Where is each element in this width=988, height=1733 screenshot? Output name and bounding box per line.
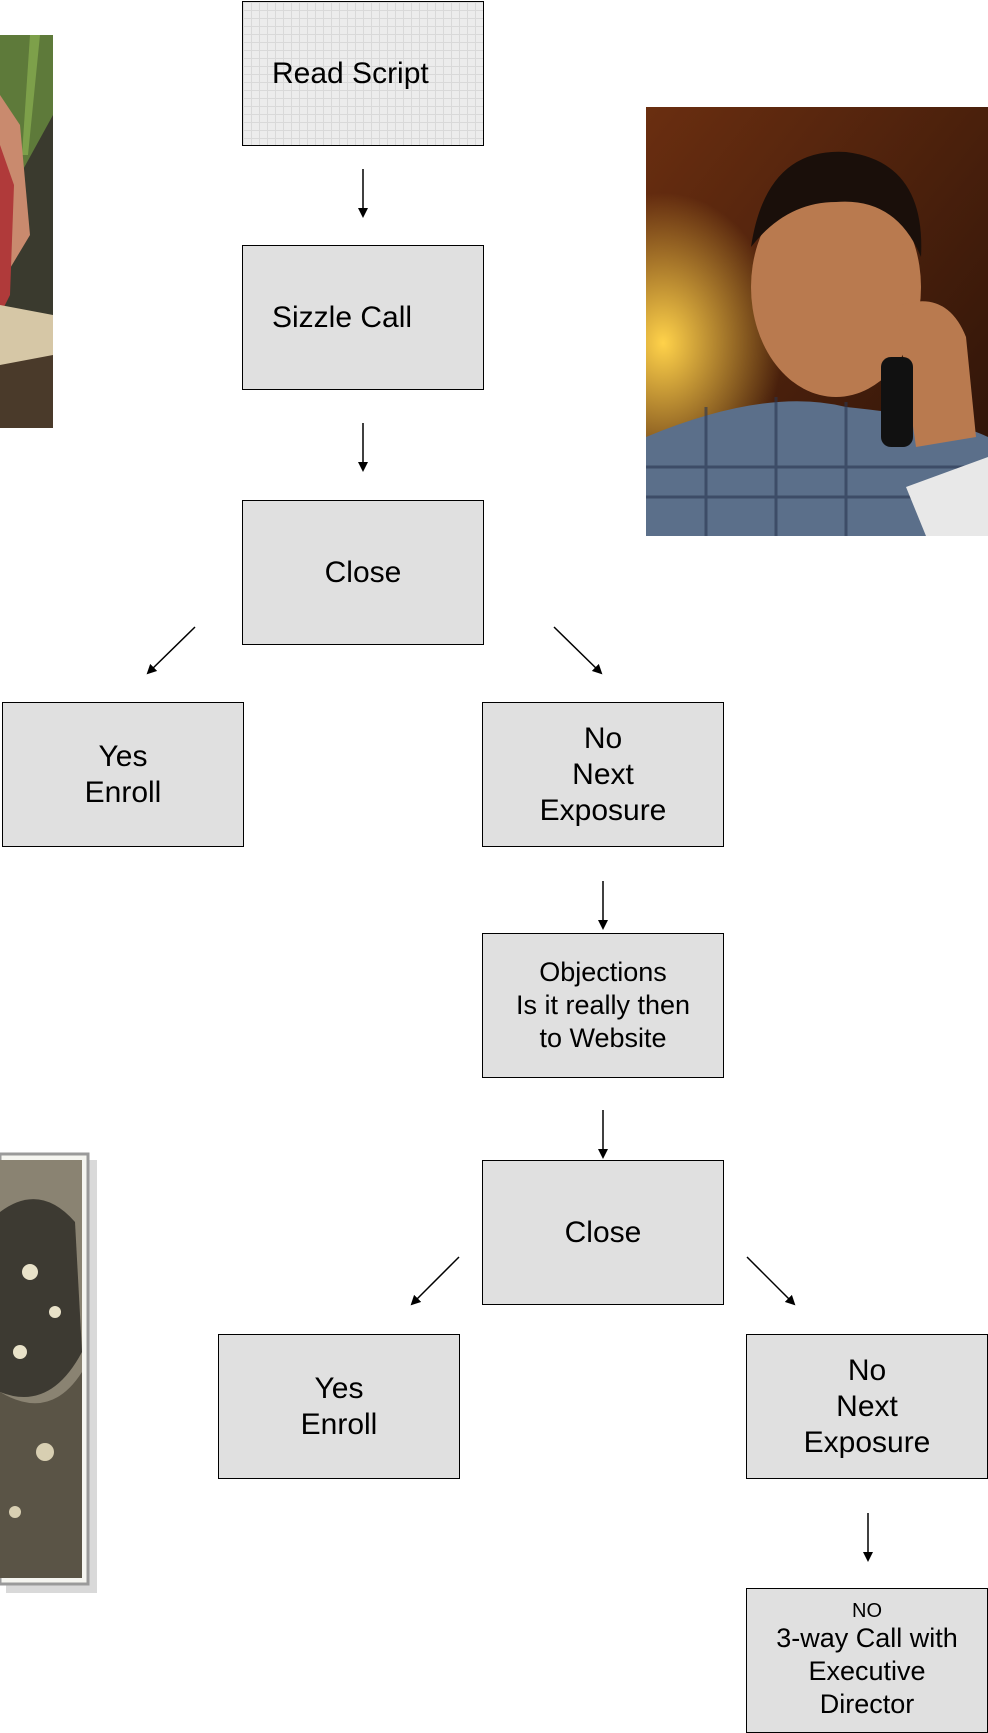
exposure-label-1: Exposure (539, 793, 667, 827)
sizzle-call-label: Sizzle Call (272, 300, 413, 334)
no-label-2: No (847, 1353, 887, 1387)
executive-label: Executive (808, 1656, 926, 1686)
enroll-label-2: Enroll (300, 1407, 378, 1441)
read-script-box: Read Script (242, 1, 484, 146)
photo-man-on-phone-art (646, 107, 988, 536)
exposure-label-2: Exposure (803, 1425, 931, 1459)
photo-person-at-desk-art (0, 35, 53, 428)
yes-enroll-box-1: Yes Enroll (2, 702, 244, 847)
photo-framed-picture (0, 1152, 97, 1593)
arrow-close2-to-yes (410, 1256, 460, 1306)
no-next-exposure-box-2: No Next Exposure (746, 1334, 988, 1479)
close-box-1: Close (242, 500, 484, 645)
close-label-1: Close (324, 555, 402, 589)
arrow-close-to-no (553, 626, 603, 675)
yes-label-2: Yes (314, 1371, 364, 1405)
objections-label: Objections (539, 957, 667, 987)
arrow-close-to-yes (146, 626, 196, 675)
no-small-label: NO (852, 1600, 882, 1622)
read-script-label: Read Script (272, 56, 429, 90)
photo-framed-picture-art (0, 1152, 97, 1593)
enroll-label-1: Enroll (84, 775, 162, 809)
yes-enroll-box-2: Yes Enroll (218, 1334, 460, 1479)
objections-line-2: Is it really then (515, 990, 691, 1020)
next-label-2: Next (836, 1389, 898, 1423)
photo-person-at-desk (0, 35, 53, 428)
no-label-1: No (583, 721, 623, 755)
sizzle-call-box: Sizzle Call (242, 245, 484, 390)
close-box-2: Close (482, 1160, 724, 1305)
objections-box: Objections Is it really then to Website (482, 933, 724, 1078)
arrow-close2-to-no (746, 1256, 796, 1306)
three-way-call-box: NO 3-way Call with Executive Director (746, 1588, 988, 1733)
photo-man-on-phone (646, 107, 988, 536)
director-label: Director (819, 1689, 915, 1719)
next-label-1: Next (572, 757, 634, 791)
no-next-exposure-box-1: No Next Exposure (482, 702, 724, 847)
yes-label-1: Yes (98, 739, 148, 773)
three-way-call-label: 3-way Call with (776, 1623, 958, 1653)
close-label-2: Close (564, 1215, 642, 1249)
objections-line-3: to Website (539, 1023, 667, 1053)
